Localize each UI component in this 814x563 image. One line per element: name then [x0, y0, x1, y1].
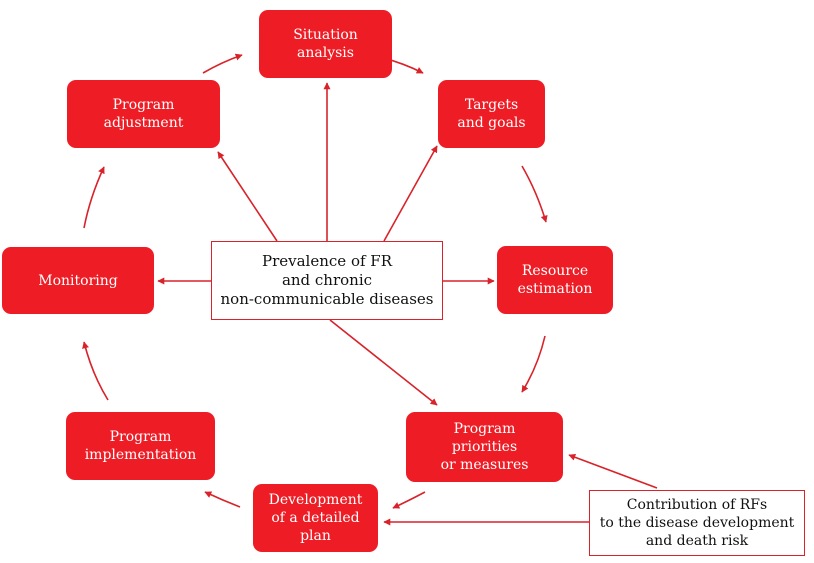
- node-contribution: Contribution of RFs to the disease devel…: [589, 490, 805, 556]
- node-development-plan: Development of a detailed plan: [253, 484, 378, 552]
- arrow-priorities-to-development: [392, 491, 426, 509]
- node-program-priorities-label: Program priorities or measures: [440, 421, 529, 473]
- node-contribution-label: Contribution of RFs to the disease devel…: [599, 497, 795, 549]
- node-monitoring-label: Monitoring: [38, 272, 118, 289]
- node-center-prevalence: Prevalence of FR and chronic non-communi…: [211, 241, 443, 320]
- arrow-implementation-to-monitoring: [82, 341, 109, 401]
- node-targets-and-goals: Targets and goals: [438, 80, 545, 148]
- arrow-center-to-targets: [383, 145, 438, 242]
- node-resource-estimation-label: Resource estimation: [517, 263, 593, 297]
- node-program-adjustment-label: Program adjustment: [103, 97, 184, 131]
- node-monitoring: Monitoring: [2, 247, 154, 314]
- arrow-monitoring-to-adjustment: [83, 166, 105, 229]
- node-situation-analysis: Situation analysis: [259, 10, 392, 78]
- arrow-targets-to-resource: [521, 165, 548, 223]
- node-resource-estimation: Resource estimation: [497, 246, 613, 314]
- node-situation-analysis-label: Situation analysis: [293, 27, 358, 61]
- arrow-development-to-implementation: [204, 491, 241, 508]
- node-targets-and-goals-label: Targets and goals: [457, 97, 526, 131]
- node-program-implementation-label: Program implementation: [84, 429, 197, 463]
- node-center-prevalence-label: Prevalence of FR and chronic non-communi…: [220, 252, 434, 308]
- arrow-adjustment-to-situation: [202, 53, 243, 74]
- node-program-priorities: Program priorities or measures: [406, 412, 563, 482]
- arrow-center-to-adjustment: [217, 151, 278, 242]
- node-program-implementation: Program implementation: [66, 412, 215, 480]
- arrow-contribution-to-priorities: [568, 453, 658, 489]
- node-development-plan-label: Development of a detailed plan: [268, 492, 363, 544]
- node-program-adjustment: Program adjustment: [67, 80, 220, 148]
- arrow-resource-to-priorities: [521, 335, 546, 393]
- arrow-center-to-priorities: [329, 319, 438, 406]
